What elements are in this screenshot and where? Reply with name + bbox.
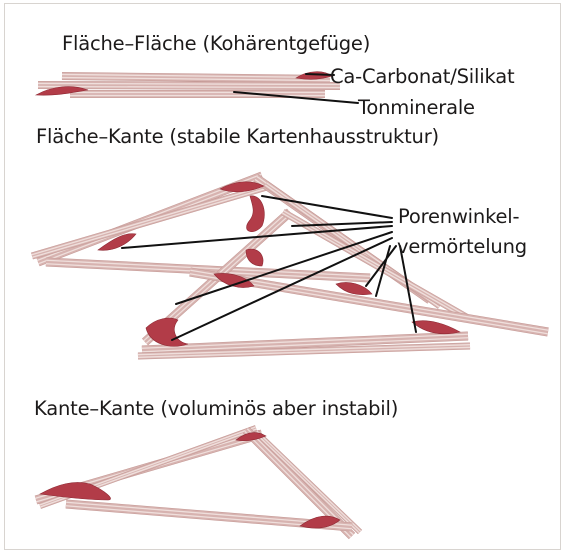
label-pore-angle-line2: vermörtelung (397, 237, 527, 257)
cement-top-hook (247, 196, 265, 232)
card-plate-a2-stripe-1 (32, 185, 270, 255)
title-face-face: Fläche–Fläche (Kohärentgefüge) (62, 34, 370, 54)
stack-plate-1 (62, 74, 330, 80)
label-carbonate-silicate: Ca-Carbonat/Silikat (330, 67, 514, 87)
cement-bottom-right (412, 321, 460, 334)
stack-plate-2 (38, 83, 340, 87)
label-clay-minerals: Tonminerale (358, 98, 475, 118)
title-face-edge: Fläche–Kante (stabile Kartenhausstruktur… (36, 127, 439, 147)
stack-plate-3 (70, 92, 325, 95)
cement-bottom-left (146, 318, 188, 346)
card-plate-a2-stripe-2 (32, 187, 270, 257)
cement-mid (246, 249, 263, 266)
stack-plate-2-body (38, 85, 340, 86)
title-edge-edge: Kante–Kante (voluminös aber instabil) (34, 399, 398, 419)
label-pore-angle-line1: Porenwinkel- (398, 207, 519, 227)
